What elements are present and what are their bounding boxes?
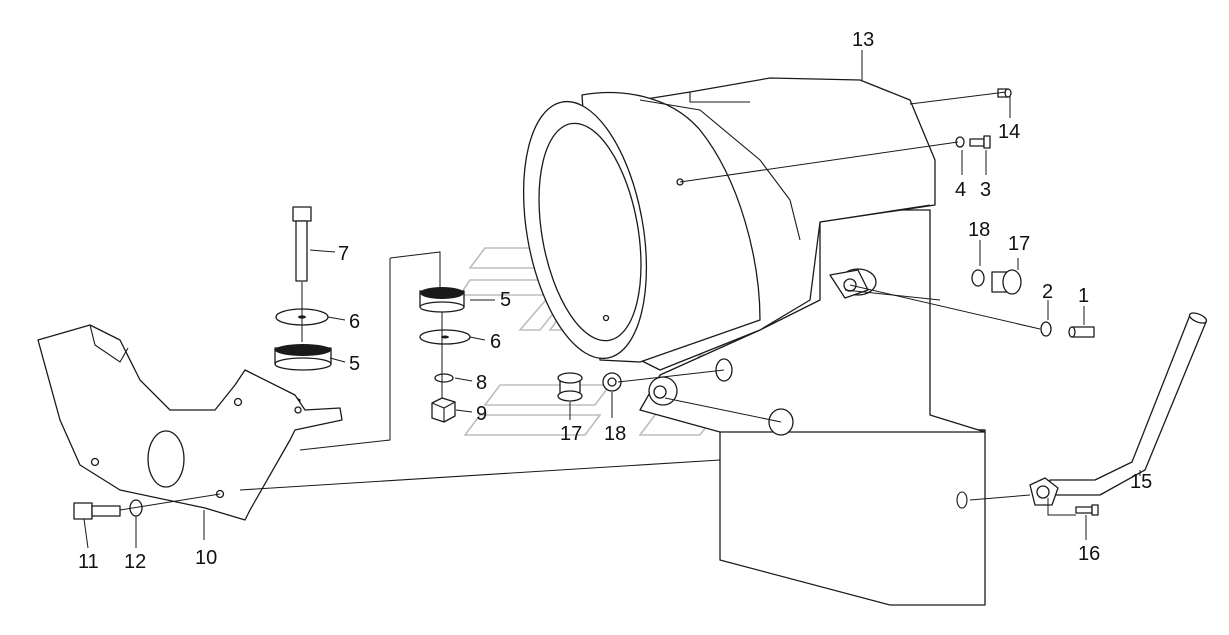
callout-1: 1 <box>1078 285 1089 307</box>
callout-18-upper: 18 <box>968 219 990 241</box>
pin-1 <box>1068 326 1095 338</box>
callout-15: 15 <box>1130 471 1152 493</box>
callout-7: 7 <box>338 243 349 265</box>
seal-2 <box>1040 321 1052 337</box>
tube-15 <box>1029 312 1208 506</box>
rubber-mount-5-left <box>274 344 332 371</box>
callout-10: 10 <box>195 547 217 569</box>
callout-5-right: 5 <box>500 289 511 311</box>
bracket-hole-large <box>147 430 185 488</box>
callout-5-left: 5 <box>349 353 360 375</box>
callout-11: 11 <box>78 551 99 573</box>
transmission-housing-13 <box>522 77 936 436</box>
bracket-plate-10 <box>37 324 343 521</box>
callout-14: 14 <box>998 121 1020 143</box>
callout-16: 16 <box>1078 543 1100 565</box>
callout-12: 12 <box>124 551 146 573</box>
callout-9: 9 <box>476 403 487 425</box>
leader-lines <box>83 50 1141 549</box>
bolt-11 <box>73 502 121 520</box>
callout-labels: 13 14 4 3 18 17 2 1 7 5 6 6 5 8 9 17 18 … <box>78 29 1152 573</box>
screw-3 <box>969 135 991 149</box>
callout-17-lower: 17 <box>560 423 582 445</box>
nut-9 <box>431 397 456 423</box>
screw-16 <box>1075 504 1099 516</box>
callout-6-left: 6 <box>349 311 360 333</box>
callout-18-lower: 18 <box>604 423 626 445</box>
screw-14 <box>997 88 1012 98</box>
callout-13: 13 <box>852 29 874 51</box>
bolt-7 <box>292 206 312 282</box>
fitting-17-upper <box>991 269 1022 295</box>
callout-17-upper: 17 <box>1008 233 1030 255</box>
washer-18-upper <box>971 269 985 287</box>
housing-opening-inner <box>538 122 642 342</box>
lock-washer-8 <box>434 373 454 383</box>
callout-6-right: 6 <box>490 331 501 353</box>
callout-2: 2 <box>1042 281 1053 303</box>
washer-18-lower <box>602 372 622 392</box>
callout-3: 3 <box>980 179 991 201</box>
housing-port <box>956 491 968 509</box>
fitting-17-lower <box>557 372 583 402</box>
callout-4: 4 <box>955 179 966 201</box>
callout-8: 8 <box>476 372 487 394</box>
rubber-mount-5-right <box>419 287 465 313</box>
